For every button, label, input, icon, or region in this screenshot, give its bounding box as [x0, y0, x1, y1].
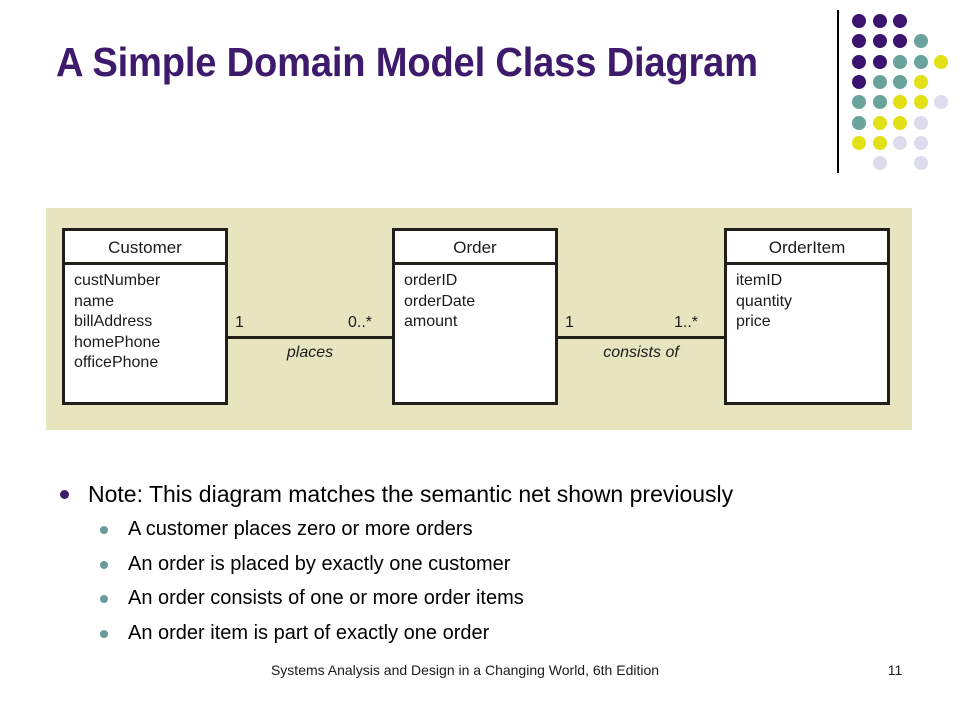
decorative-dot-yellow: [893, 115, 907, 130]
decorative-dot-yellow: [913, 95, 928, 110]
attribute: officePhone: [74, 354, 159, 371]
decorative-dot-purple: [852, 74, 866, 89]
attribute-list-customer: custNumber name billAddress homePhone of…: [65, 265, 225, 374]
uml-class-customer[interactable]: Customer custNumber name billAddress hom…: [62, 228, 228, 405]
class-name-customer: Customer: [65, 231, 225, 265]
bullet-dot-icon: [100, 560, 108, 569]
attribute: custNumber: [74, 272, 161, 289]
class-name-order: Order: [395, 231, 555, 265]
decorative-dot-yellow: [893, 95, 907, 110]
class-name-orderitem: OrderItem: [727, 231, 887, 265]
association-line-places: [228, 336, 392, 339]
multiplicity-customer-places: 1: [235, 314, 244, 331]
decorative-dot-grid: [852, 14, 960, 179]
decorative-dot-yellow: [852, 135, 866, 150]
decorative-dot-purple: [872, 14, 887, 28]
bullet-list: Note: This diagram matches the semantic …: [52, 478, 912, 652]
decorative-dot-lavender: [913, 135, 928, 150]
association-label-consists-of: consists of: [603, 344, 679, 361]
decorative-dot-purple: [893, 14, 907, 28]
decorative-dot-teal: [893, 54, 907, 69]
decorative-dot-teal: [872, 74, 887, 89]
decorative-dot-yellow: [913, 74, 928, 89]
bullet-dot-icon: [60, 490, 69, 499]
attribute: name: [74, 292, 115, 310]
attribute: orderDate: [404, 292, 476, 310]
footer-page-number: 11: [887, 662, 903, 678]
decorative-dot-yellow: [872, 135, 887, 150]
bullet-dot-icon: [100, 629, 108, 638]
class-diagram-panel: Customer custNumber name billAddress hom…: [46, 208, 912, 430]
decorative-dot-lavender: [872, 156, 887, 171]
bullet-text: Note: This diagram matches the semantic …: [88, 481, 734, 507]
attribute: orderID: [404, 272, 458, 289]
decorative-dot-purple: [852, 14, 866, 28]
bullet-item-sub: A customer places zero or more orders: [52, 514, 912, 549]
attribute: amount: [404, 313, 458, 330]
page-title: A Simple Domain Model Class Diagram: [56, 39, 758, 85]
decorative-dot-yellow: [934, 54, 948, 69]
attribute: quantity: [736, 292, 793, 310]
uml-class-orderitem[interactable]: OrderItem itemID quantity price: [724, 228, 890, 405]
decorative-dot-yellow: [872, 115, 887, 130]
bullet-item-sub: An order consists of one or more order i…: [52, 583, 912, 618]
decorative-dot-lavender: [913, 156, 928, 171]
decorative-dot-teal: [913, 34, 928, 49]
bullet-item-sub: An order is placed by exactly one custom…: [52, 549, 912, 584]
decorative-dot-purple: [872, 54, 887, 69]
multiplicity-order-consists-of: 1: [565, 314, 574, 331]
corner-divider-line: [837, 10, 839, 173]
decorative-dot-teal: [872, 95, 887, 110]
decorative-dot-purple: [893, 34, 907, 49]
decorative-dot-purple: [852, 54, 866, 69]
decorative-dot-teal: [893, 74, 907, 89]
association-line-consists-of: [558, 336, 724, 339]
association-label-places: places: [286, 344, 334, 361]
bullet-item-main: Note: This diagram matches the semantic …: [52, 478, 912, 514]
attribute-list-orderitem: itemID quantity price: [727, 265, 887, 333]
uml-class-order[interactable]: Order orderID orderDate amount: [392, 228, 558, 405]
bullet-text: An order consists of one or more order i…: [128, 587, 524, 609]
attribute: billAddress: [74, 313, 153, 330]
decorative-dot-purple: [872, 34, 887, 49]
bullet-text: An order is placed by exactly one custom…: [128, 552, 511, 575]
decorative-dot-teal: [852, 95, 866, 110]
bullet-item-sub: An order item is part of exactly one ord…: [52, 618, 912, 653]
attribute: itemID: [736, 272, 783, 289]
attribute: price: [736, 313, 771, 330]
bullet-text: A customer places zero or more orders: [128, 518, 473, 540]
bullet-text: An order item is part of exactly one ord…: [128, 621, 490, 644]
decorative-dot-teal: [913, 54, 928, 69]
decorative-dot-teal: [852, 115, 866, 130]
attribute-list-order: orderID orderDate amount: [395, 265, 555, 333]
multiplicity-orderitem-consists-of: 1..*: [674, 314, 699, 331]
decorative-dot-lavender: [913, 115, 928, 130]
footer-credit: Systems Analysis and Design in a Changin…: [270, 662, 660, 678]
bullet-dot-icon: [100, 595, 108, 603]
bullet-dot-icon: [100, 526, 108, 534]
decorative-dot-lavender: [934, 95, 948, 110]
decorative-dot-purple: [852, 34, 866, 49]
multiplicity-order-places: 0..*: [348, 314, 373, 331]
decorative-dot-lavender: [893, 135, 907, 150]
attribute: homePhone: [74, 333, 161, 351]
